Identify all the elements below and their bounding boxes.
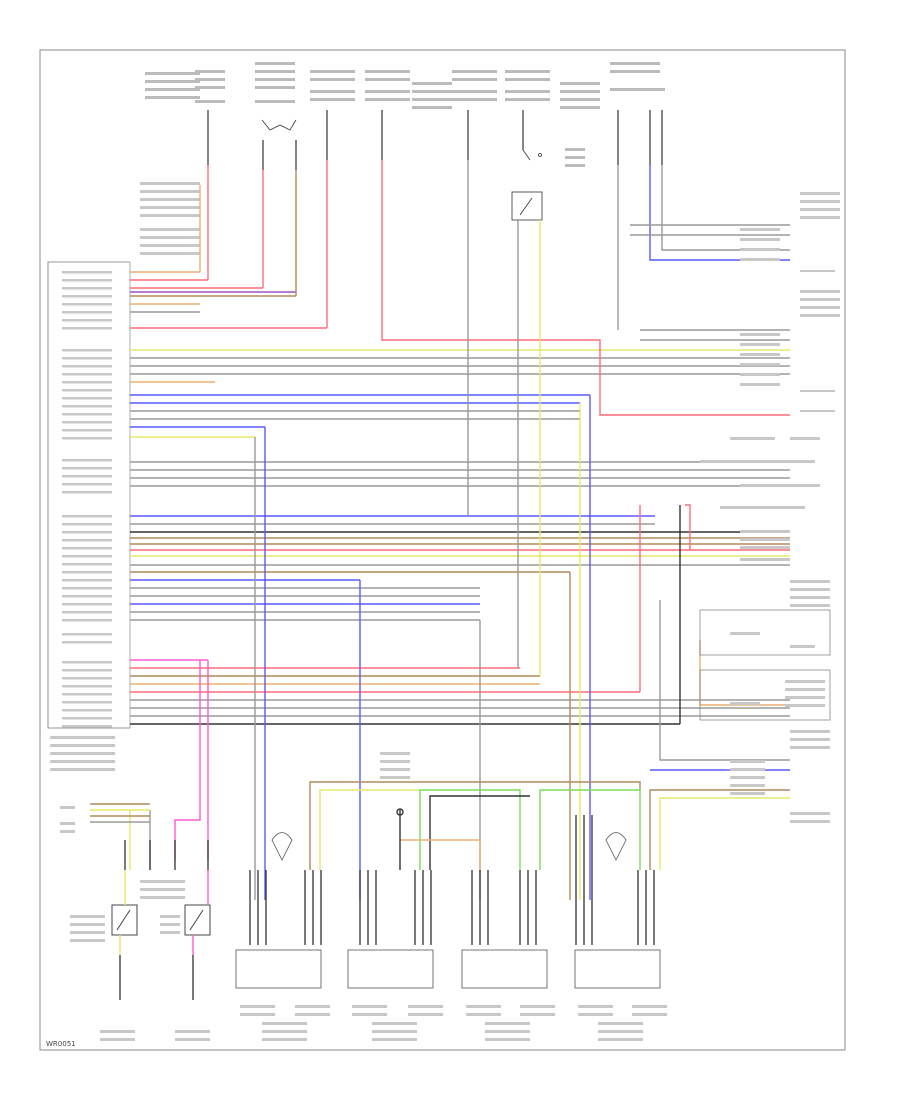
module-pin-labels — [50, 271, 115, 771]
lower-switches — [111, 904, 211, 936]
left-pin-labels — [140, 182, 200, 255]
lower-connector-pins — [119, 815, 655, 1000]
footer-code: WR0051 — [46, 1040, 76, 1048]
lower-sensors — [235, 832, 661, 989]
bus-lines-lower — [309, 781, 790, 870]
top-labels — [145, 62, 665, 167]
control-module — [47, 261, 131, 729]
relay-switch-top — [261, 119, 543, 221]
wire-bundle-horizontal — [130, 271, 790, 725]
lower-labels — [60, 752, 667, 1041]
right-components — [699, 609, 831, 721]
diagram-frame — [39, 49, 846, 1051]
top-connectors — [207, 110, 663, 170]
wire-bundle-vertical — [90, 160, 790, 900]
lower-wire-colors — [119, 870, 209, 955]
right-labels — [700, 192, 840, 823]
